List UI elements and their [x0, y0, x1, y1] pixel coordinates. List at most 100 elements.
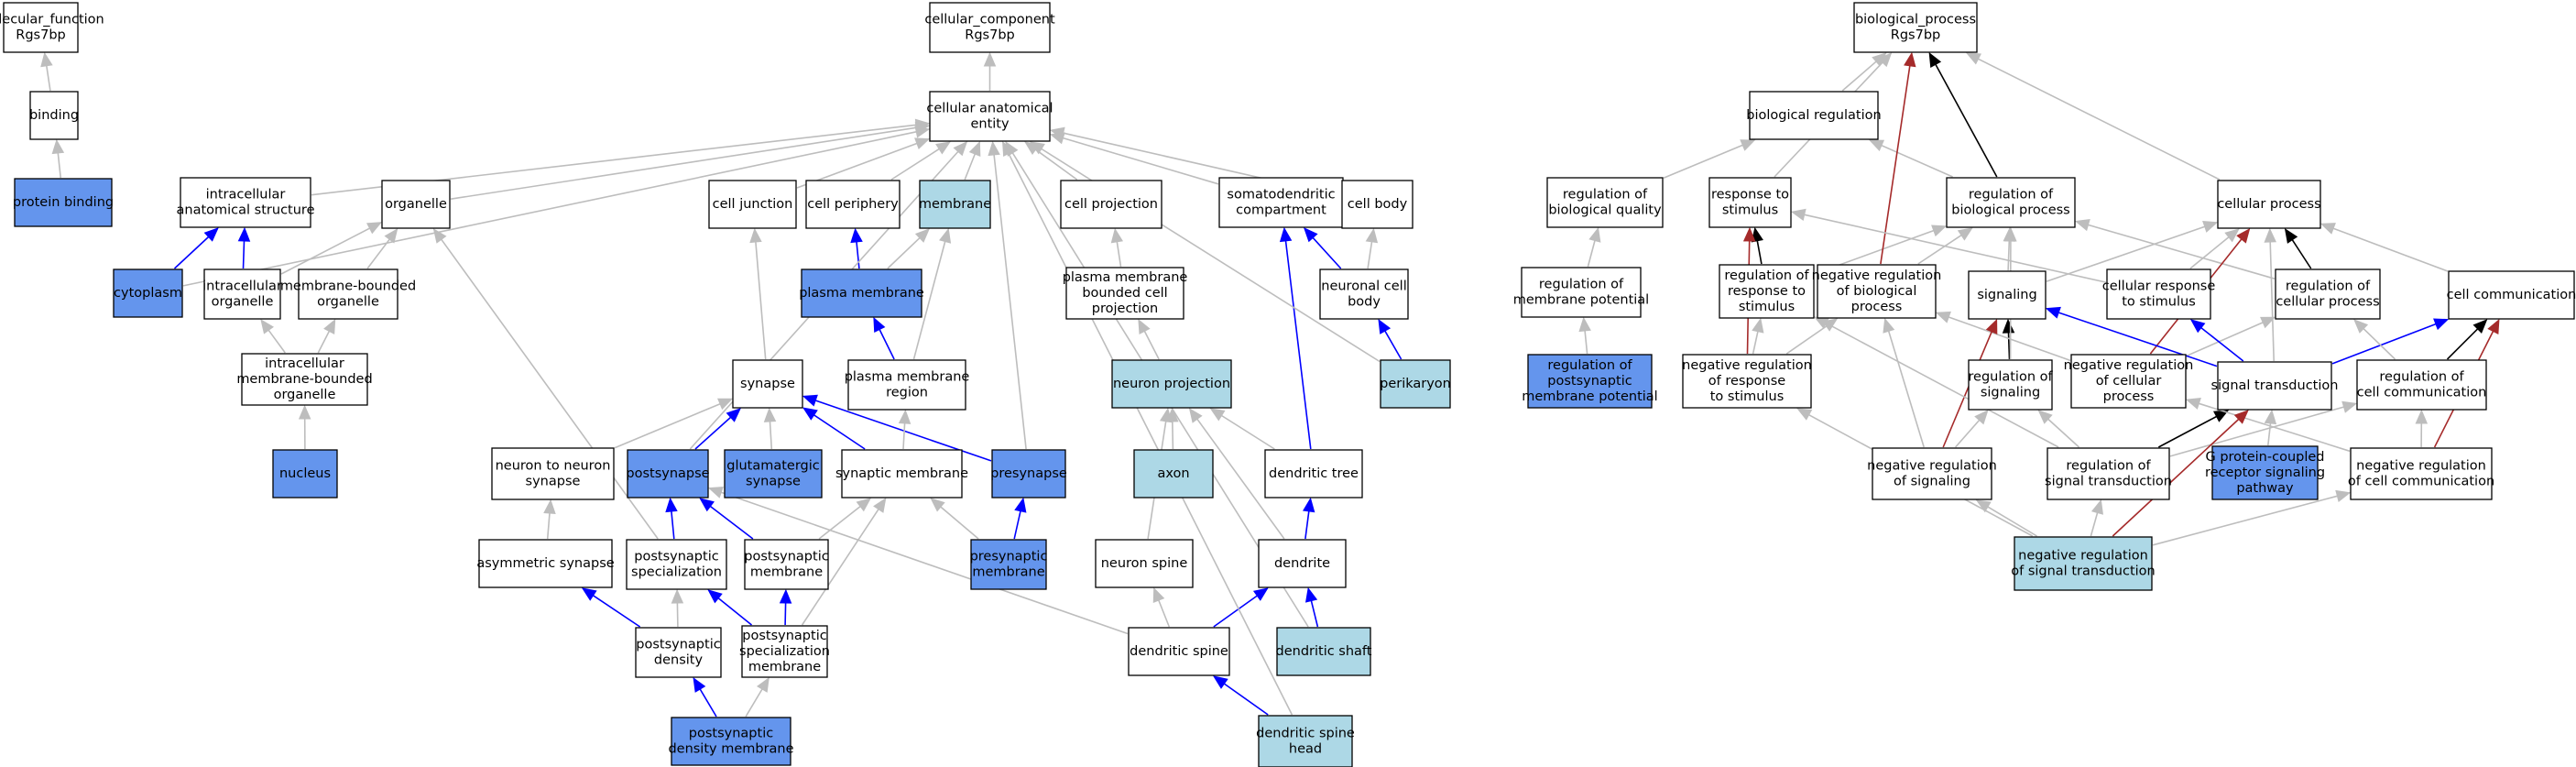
- edge-line: [46, 65, 51, 92]
- node-synapse[interactable]: synapse: [732, 359, 803, 409]
- edge-neg_reg_sig-to-signaling: [1942, 318, 1998, 448]
- node-cellular-process[interactable]: cellular process: [2217, 180, 2321, 229]
- node-box: [1264, 449, 1363, 499]
- edge-reg_bq-to-bio_reg: [1663, 139, 1756, 180]
- node-box: [1946, 177, 2076, 228]
- node-box: [1218, 177, 1344, 228]
- node-membrane[interactable]: membrane: [919, 180, 991, 229]
- node-label-line: region: [886, 386, 928, 400]
- edge-neuronal_cell_body-to-somatodendritic: [1303, 227, 1342, 269]
- node-protein-binding[interactable]: protein binding: [13, 178, 114, 227]
- node-label-line: cell projection: [1064, 197, 1158, 212]
- node-dendritic-tree[interactable]: dendritic tree: [1264, 449, 1363, 499]
- edge-arrowhead: [802, 407, 818, 421]
- node-postsynapse[interactable]: postsynapse: [626, 449, 710, 499]
- edge-arrowhead: [914, 126, 931, 138]
- node-axon[interactable]: axon: [1133, 449, 1214, 499]
- node-cell-junction[interactable]: cell junction: [708, 180, 797, 229]
- node-cell-comm[interactable]: cell communication: [2447, 270, 2576, 320]
- node-cell-projection[interactable]: cell projection: [1060, 180, 1162, 229]
- node-label-line: membrane: [748, 660, 821, 674]
- edge-dendrite-to-neuron_projection: [1188, 407, 1285, 540]
- node-signaling[interactable]: signaling: [1968, 270, 2047, 320]
- node-label-line: nucleus: [279, 466, 331, 481]
- node-label-line: postsynapse: [626, 466, 709, 481]
- edge-line: [801, 509, 879, 626]
- edge-arrowhead: [2284, 227, 2298, 244]
- node-label-line: cellular response: [2102, 279, 2216, 294]
- edge-arrowhead: [2260, 316, 2276, 329]
- edge-arrowhead: [2185, 398, 2201, 410]
- node-presynapse[interactable]: presynapse: [990, 449, 1067, 499]
- node-dendrite[interactable]: dendrite: [1258, 539, 1347, 588]
- node-syn-membrane[interactable]: synaptic membrane: [835, 449, 968, 499]
- edge-line: [2186, 322, 2264, 357]
- node-sig-trans[interactable]: signal transduction: [2211, 361, 2339, 411]
- edge-line: [1756, 240, 1763, 265]
- node-box: [1968, 359, 2053, 411]
- node-perikaryon[interactable]: perikaryon: [1380, 359, 1451, 409]
- node-box: [708, 180, 797, 229]
- node-neuron-projection[interactable]: neuron projection: [1111, 359, 1232, 409]
- node-dendritic-shaft[interactable]: dendritic shaft: [1276, 627, 1372, 676]
- edge-psdm-to-pssm: [745, 676, 770, 718]
- node-dendritic-spine[interactable]: dendritic spine: [1128, 627, 1230, 676]
- node-neuron-spine[interactable]: neuron spine: [1095, 539, 1194, 588]
- node-asym-synapse[interactable]: asymmetric synapse: [476, 539, 615, 588]
- node-cell-periphery[interactable]: cell periphery: [805, 180, 901, 229]
- node-nucleus[interactable]: nucleus: [272, 449, 338, 499]
- node-cytoplasm[interactable]: cytoplasm: [113, 268, 183, 318]
- node-bio-reg[interactable]: biological regulation: [1746, 91, 1882, 140]
- node-plasma-membrane[interactable]: plasma membrane: [799, 268, 924, 318]
- edge-arrowhead: [384, 227, 398, 244]
- edge-ps_spec-to-postsynapse: [665, 497, 678, 540]
- node-organelle[interactable]: organelle: [381, 180, 451, 229]
- node-binding[interactable]: binding: [29, 91, 79, 140]
- edge-arrowhead: [2487, 318, 2500, 334]
- edge-arrowhead: [1002, 140, 1015, 157]
- edge-cae-to-cc_root: [983, 51, 997, 91]
- node-label-line: neuron projection: [1113, 377, 1230, 391]
- edge-psdm-to-psd: [693, 676, 717, 718]
- node-cell-body[interactable]: cell body: [1341, 180, 1414, 229]
